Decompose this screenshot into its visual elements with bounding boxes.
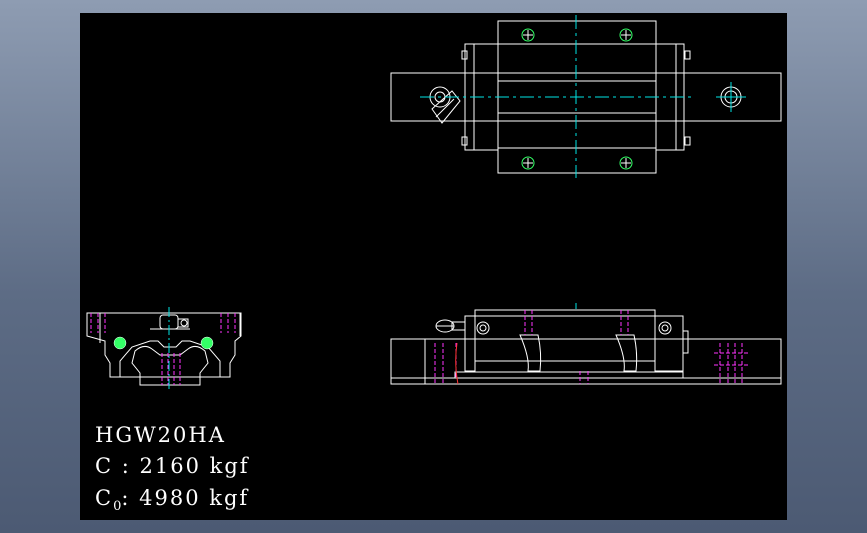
spec-static-load: C0: 4980 kgf [95, 486, 249, 514]
hidden-lines-end [90, 313, 236, 385]
spec-static-load-value: : 4980 kgf [121, 486, 250, 510]
rail-profile-end [131, 345, 209, 386]
drawing-canvas [86, 15, 782, 391]
block-profile-end [86, 312, 242, 378]
ball-return-left [519, 334, 542, 372]
spec-static-load-subscript: 0 [113, 499, 122, 515]
spec-static-load-symbol: C [95, 486, 114, 510]
rail-side [390, 338, 782, 385]
cad-drawing-viewport[interactable]: HGW20HA C : 2160 kgf C0: 4980 kgf [80, 13, 787, 520]
rail-top [390, 72, 782, 122]
centerlines-top [420, 15, 746, 178]
balls-end [113, 336, 214, 350]
hidden-lines-side [434, 310, 748, 384]
ball-return-right [615, 334, 638, 372]
spec-dynamic-load: C : 2160 kgf [95, 454, 250, 478]
spec-model-number: HGW20HA [95, 423, 226, 447]
side-view [390, 309, 782, 385]
seal-accent-side [455, 342, 459, 385]
mounting-holes-top [521, 28, 633, 170]
end-view [86, 312, 242, 386]
